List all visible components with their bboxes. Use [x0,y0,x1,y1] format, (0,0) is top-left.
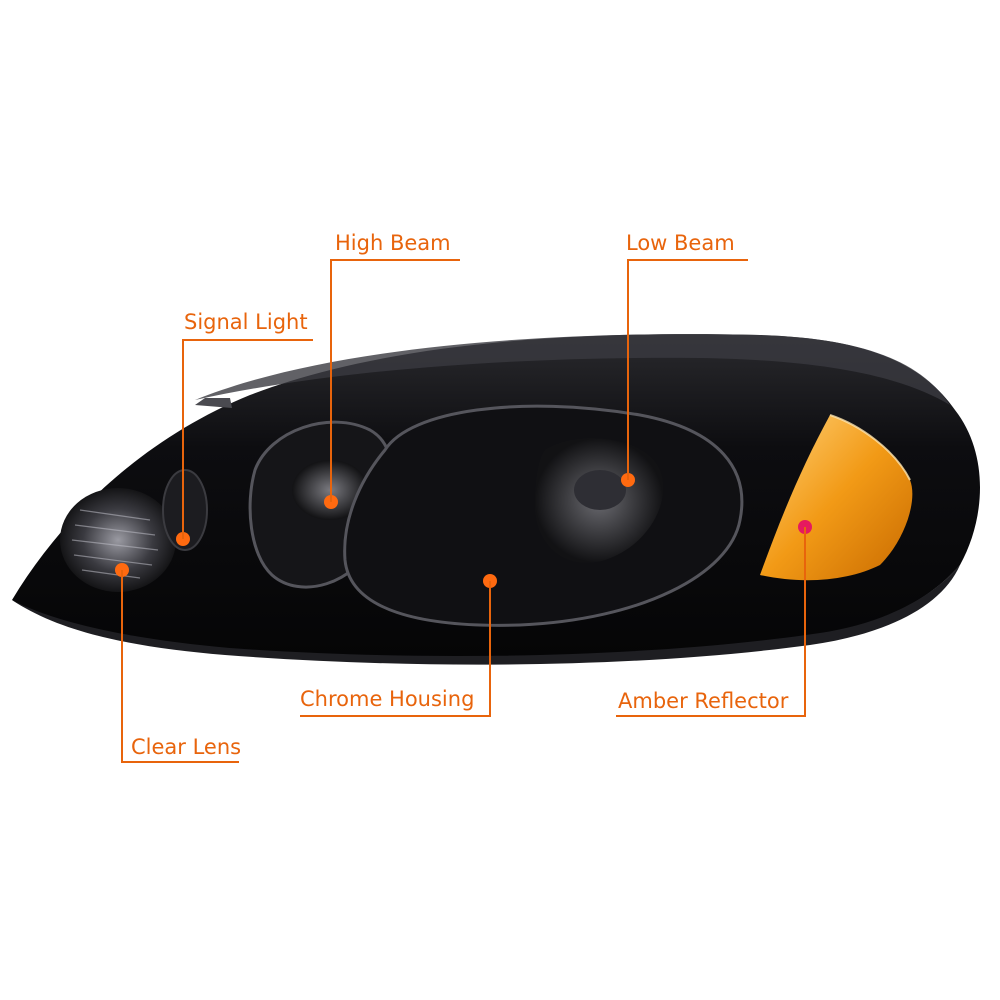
amber-reflector-lens [760,415,913,581]
low-beam-leader-h [627,259,748,261]
amber-reflector-edge [829,414,911,481]
low-beam-dot [621,473,635,487]
chrome-housing-leader-h [300,715,491,717]
high-beam-dot [324,495,338,509]
housing-top-rim [195,334,950,405]
amber-reflector-leader-v [804,527,806,717]
chrome-housing-label: Chrome Housing [300,687,475,711]
chrome-housing-leader-v [489,581,491,717]
low-beam-bulb [574,470,626,510]
signal-light-leader-h [182,339,313,341]
high-beam-leader-h [330,259,460,261]
clear-lens-leader-v [121,570,123,763]
mounting-tab [195,398,232,408]
high-beam-label: High Beam [335,231,451,255]
signal-light-label: Signal Light [184,310,308,334]
clear-lens-glass [60,488,176,592]
amber-reflector-leader-h [616,715,806,717]
amber-reflector-label: Amber Reflector [618,689,789,713]
clear-lens-label: Clear Lens [131,735,242,759]
high-beam-leader-v [330,259,332,502]
low-beam-label: Low Beam [626,231,735,255]
signal-light-dot [176,532,190,546]
signal-light-leader-v [182,339,184,539]
low-beam-leader-v [627,259,629,480]
signal-reflector [162,469,208,551]
clear-lens-leader-h [121,761,239,763]
